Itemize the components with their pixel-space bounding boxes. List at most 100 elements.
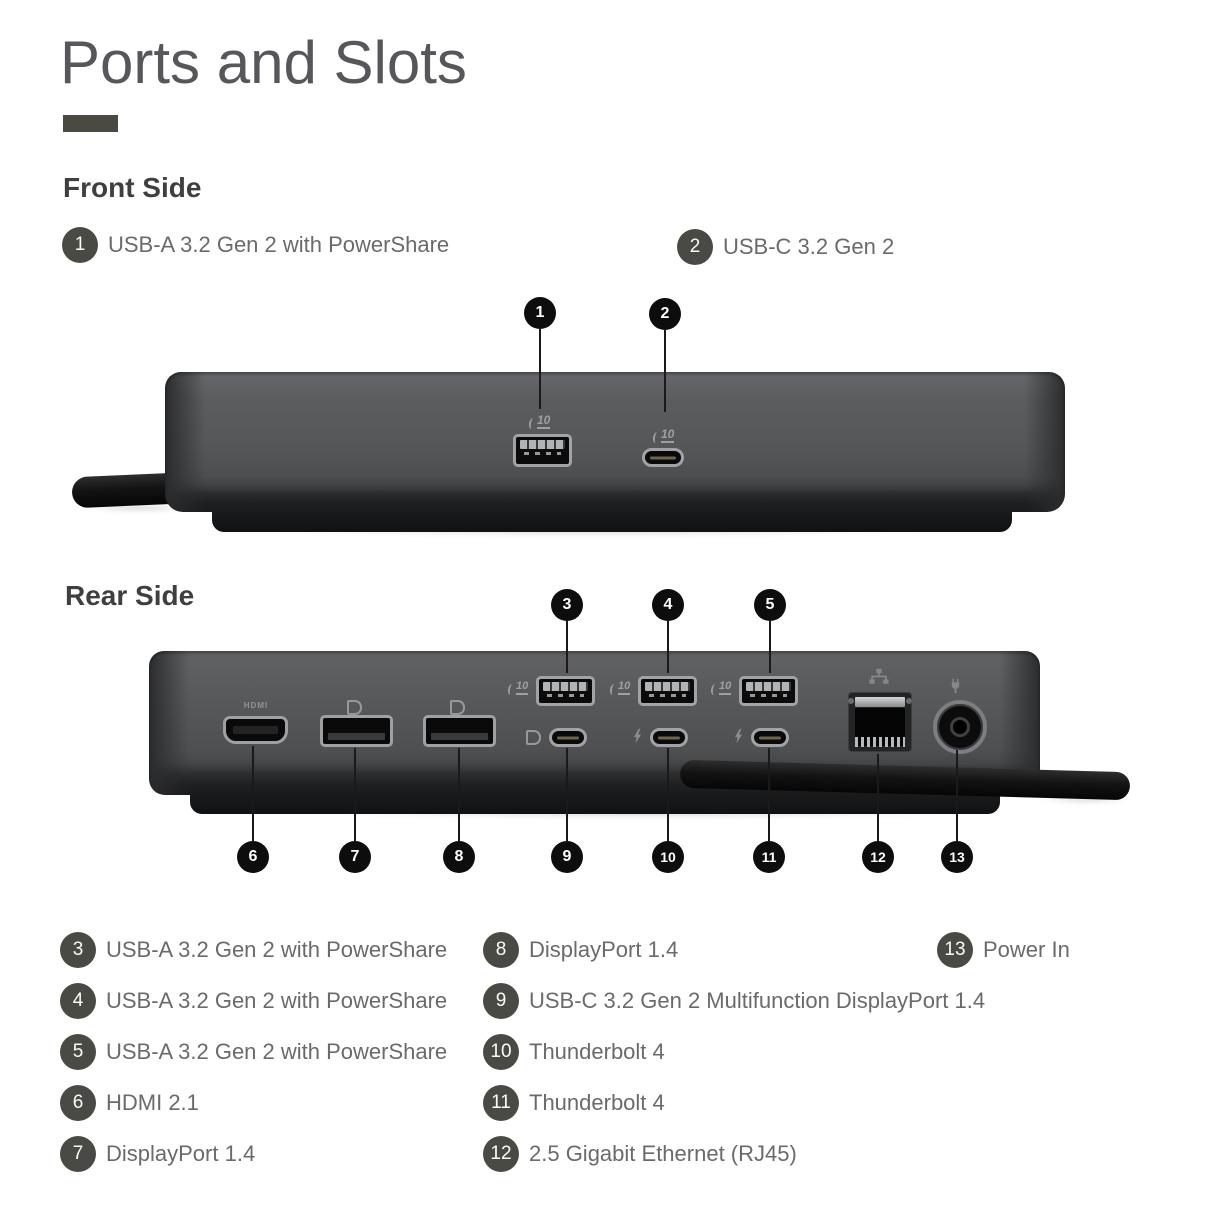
legend-item-5: 5 USB-A 3.2 Gen 2 with PowerShare [60,1034,447,1070]
usb-a-tongue [543,682,588,691]
legend-label-11: Thunderbolt 4 [529,1090,665,1115]
legend-item-11: 11 Thunderbolt 4 [483,1085,665,1121]
superspeed-arc [652,432,661,443]
thunderbolt-icon [734,728,743,744]
legend-item-10: 10 Thunderbolt 4 [483,1034,665,1070]
callout-line-12 [877,754,879,841]
legend-badge-12: 12 [483,1136,519,1172]
legend-item-9: 9 USB-C 3.2 Gen 2 Multifunction DisplayP… [483,983,985,1019]
title-accent-bar [63,115,118,132]
usb-10gbps-icon: 10 [609,681,631,695]
ethernet-network-icon [869,668,889,684]
superspeed-arc [507,684,516,695]
rear-cable-shadow [1020,798,1150,806]
legend-label-1: USB-A 3.2 Gen 2 with PowerShare [108,232,450,257]
usb-a-tongue [520,440,565,449]
front-usb-c-port [642,448,684,467]
legend-label-8: DisplayPort 1.4 [529,937,679,962]
displayport-port-2 [423,715,496,747]
legend-label-9: USB-C 3.2 Gen 2 Multifunction DisplayPor… [529,988,986,1013]
legend-label-5: USB-A 3.2 Gen 2 with PowerShare [106,1039,448,1064]
callout-5: 5 [754,589,786,621]
callout-4: 4 [652,589,684,621]
callout-13: 13 [941,841,973,873]
superspeed-arc [528,418,537,429]
displayport-port-1 [320,715,393,747]
callout-9: 9 [551,841,583,873]
legend-badge-10: 10 [483,1034,519,1070]
callout-line-11 [768,748,770,841]
front-side-heading: Front Side [63,172,202,203]
hdmi-port [223,716,288,744]
power-in-port [933,700,987,754]
usb-10gbps-icon: 10 [528,414,551,429]
callout-3: 3 [551,589,583,621]
legend-badge-11: 11 [483,1085,519,1121]
rj45-screw-right [906,698,912,704]
callout-line-7 [354,748,356,841]
usb-a-tongue [746,682,791,691]
usb-a-pins [547,694,584,697]
legend-item-3: 3 USB-A 3.2 Gen 2 with PowerShare [60,932,447,968]
legend-badge-5: 5 [60,1034,96,1070]
rear-usb-a-port-3 [536,676,595,706]
legend-label-3: USB-A 3.2 Gen 2 with PowerShare [106,937,448,962]
callout-12: 12 [862,841,894,873]
legend-badge-7: 7 [60,1136,96,1172]
front-dock-body [165,372,1065,512]
legend-label-6: HDMI 2.1 [106,1090,199,1115]
legend-badge-8: 8 [483,932,519,968]
legend-item-12: 12 2.5 Gigabit Ethernet (RJ45) [483,1136,797,1172]
legend-badge-4: 4 [60,983,96,1019]
hdmi-label: HDMI [243,701,269,710]
callout-11: 11 [753,841,785,873]
callout-7: 7 [339,841,371,873]
callout-line-1 [539,329,541,409]
legend-item-2: 2 USB-C 3.2 Gen 2 [677,229,894,265]
callout-10: 10 [652,841,684,873]
usb-10gbps-icon: 10 [710,681,732,695]
front-dock-base [212,508,1012,532]
usb-a-pins [750,694,787,697]
ethernet-port [848,692,912,752]
legend-item-8: 8 DisplayPort 1.4 [483,932,678,968]
displayport-icon [526,730,541,745]
callout-line-2 [664,330,666,412]
legend-item-13: 13 Power In [937,932,1070,968]
rear-thunderbolt-port-1 [650,728,688,747]
rj45-screw-left [848,698,854,704]
legend-badge-3: 3 [60,932,96,968]
rear-usb-a-port-4 [638,676,697,706]
legend-badge-2: 2 [677,229,713,265]
callout-line-8 [458,748,460,841]
displayport-icon [450,700,465,715]
rear-dock-base [190,791,1000,814]
usb-a-pins [649,694,686,697]
legend-label-4: USB-A 3.2 Gen 2 with PowerShare [106,988,448,1013]
front-cable-shadow [56,506,221,515]
legend-badge-9: 9 [483,983,519,1019]
rear-usb-c-dp-port [549,728,587,747]
legend-badge-1: 1 [62,227,98,263]
usb-a-tongue [645,682,690,691]
callout-line-13 [956,750,958,841]
page-title: Ports and Slots [60,29,467,96]
callout-line-9 [566,748,568,841]
legend-label-2: USB-C 3.2 Gen 2 [723,234,895,259]
usb-10gbps-icon: 10 [652,428,675,443]
rj45-latch [855,697,905,707]
usb-a-pins [524,452,561,455]
legend-label-13: Power In [983,937,1070,962]
legend-item-4: 4 USB-A 3.2 Gen 2 with PowerShare [60,983,447,1019]
superspeed-arc [609,684,618,695]
callout-line-6 [252,746,254,841]
legend-badge-13: 13 [937,932,973,968]
callout-line-10 [667,748,669,841]
legend-label-12: 2.5 Gigabit Ethernet (RJ45) [529,1141,797,1166]
displayport-icon [347,700,362,715]
power-in-icon [951,678,960,694]
callout-line-4 [667,621,669,673]
callout-line-5 [769,621,771,673]
usb-10gbps-icon: 10 [507,681,529,695]
